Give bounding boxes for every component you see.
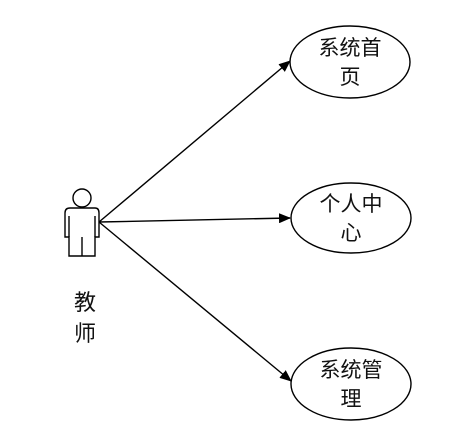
use-case-ellipse [290, 347, 412, 421]
use-case-personal-center: 个人中 心 [290, 182, 412, 254]
actor-head [72, 188, 92, 208]
use-case-label-line2: 心 [341, 221, 362, 245]
actor-label-line2: 师 [73, 322, 96, 347]
association-arrow-home [98, 60, 291, 223]
use-case-label-line1: 系统首 [319, 36, 382, 60]
use-case-label-line1: 个人中 [320, 192, 383, 216]
association-arrow-personal-center [98, 213, 291, 224]
use-case-home: 系统首 页 [289, 25, 411, 99]
use-case-ellipse [290, 182, 412, 254]
use-case-label-line2: 页 [340, 65, 361, 89]
actor-label: 教 师 [68, 288, 102, 350]
use-case-ellipse [289, 25, 411, 99]
use-case-label-line1: 系统管 [320, 358, 383, 382]
actor-figure [64, 188, 100, 257]
actor-body [64, 207, 100, 257]
actor-label-line1: 教 [73, 291, 96, 316]
association-arrow-system-management [98, 221, 292, 382]
use-case-label-line2: 理 [341, 387, 362, 411]
use-case-system-management: 系统管 理 [290, 347, 412, 421]
